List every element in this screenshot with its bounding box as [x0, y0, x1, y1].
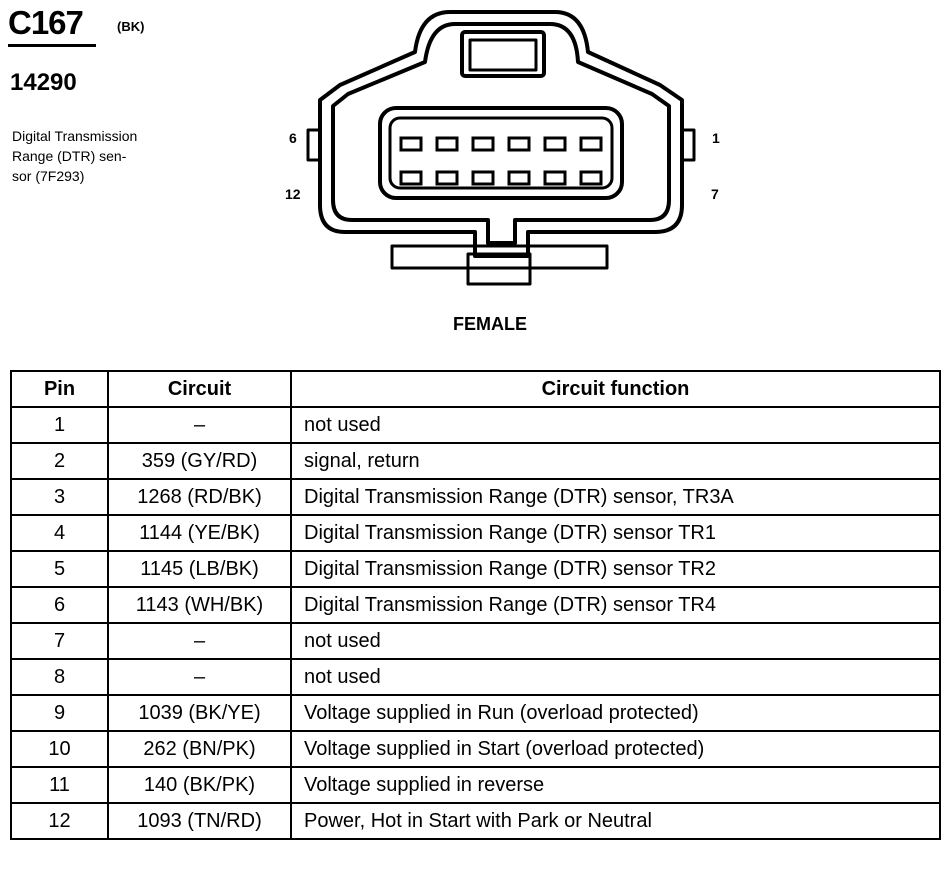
circuit-cell: –	[107, 406, 292, 444]
function-cell: Digital Transmission Range (DTR) sensor …	[290, 586, 941, 624]
header-circuit-function: Circuit function	[290, 370, 941, 408]
pin-cell: 8	[10, 658, 109, 696]
connector-face-diagram	[306, 10, 696, 286]
pin-cell: 4	[10, 514, 109, 552]
pin-cell: 6	[10, 586, 109, 624]
function-cell: Power, Hot in Start with Park or Neutral	[290, 802, 941, 840]
pin-label-bottom-right: 7	[711, 186, 719, 202]
bottom-rail	[390, 244, 609, 270]
table-row: 7–not used	[10, 622, 941, 660]
table-row: 8–not used	[10, 658, 941, 696]
description-line: Range (DTR) sen-	[12, 148, 127, 164]
pin-cell: 9	[10, 694, 109, 732]
side-notch-left	[306, 128, 320, 162]
pin-cavity	[399, 136, 423, 152]
circuit-cell: 1143 (WH/BK)	[107, 586, 292, 624]
pin-cell: 3	[10, 478, 109, 516]
pin-cavity	[471, 136, 495, 152]
function-cell: not used	[290, 406, 941, 444]
header-pin: Pin	[10, 370, 109, 408]
circuit-cell: 359 (GY/RD)	[107, 442, 292, 480]
pin-label-bottom-left: 12	[285, 186, 301, 202]
pin-cell: 1	[10, 406, 109, 444]
connector-description: Digital Transmission Range (DTR) sen- so…	[12, 126, 187, 186]
pin-cavity-frame	[378, 106, 624, 200]
pin-cavity	[507, 170, 531, 186]
header-circuit: Circuit	[107, 370, 292, 408]
connector-inner-shell	[331, 22, 671, 245]
pin-label-top-right: 1	[712, 130, 720, 146]
function-cell: Digital Transmission Range (DTR) sensor,…	[290, 478, 941, 516]
connector-id-underline	[8, 44, 96, 47]
latch-tab-inner	[468, 38, 538, 72]
function-cell: not used	[290, 622, 941, 660]
pin-cavity	[435, 136, 459, 152]
pin-cell: 2	[10, 442, 109, 480]
pin-cavity	[543, 170, 567, 186]
pin-cavity	[471, 170, 495, 186]
function-cell: Voltage supplied in Start (overload prot…	[290, 730, 941, 768]
connector-gender: FEMALE	[453, 314, 527, 334]
circuit-cell: 262 (BN/PK)	[107, 730, 292, 768]
circuit-cell: 1144 (YE/BK)	[107, 514, 292, 552]
circuit-cell: 1093 (TN/RD)	[107, 802, 292, 840]
table-header-row: Pin Circuit Circuit function	[10, 370, 941, 408]
pin-cavity	[543, 136, 567, 152]
circuit-cell: 1039 (BK/YE)	[107, 694, 292, 732]
function-cell: Voltage supplied in Run (overload protec…	[290, 694, 941, 732]
function-cell: Digital Transmission Range (DTR) sensor …	[290, 514, 941, 552]
circuit-cell: –	[107, 622, 292, 660]
circuit-cell: 140 (BK/PK)	[107, 766, 292, 804]
pin-cavity	[399, 170, 423, 186]
function-cell: signal, return	[290, 442, 941, 480]
description-line: Digital Transmission	[12, 128, 138, 144]
pin-cell: 5	[10, 550, 109, 588]
pin-cavity-frame-inner	[388, 116, 614, 190]
function-cell: not used	[290, 658, 941, 696]
pin-cavity	[579, 170, 603, 186]
pin-label-top-left: 6	[289, 130, 297, 146]
pin-cell: 10	[10, 730, 109, 768]
pin-cell: 11	[10, 766, 109, 804]
connector-outer-shell	[318, 10, 684, 258]
function-cell: Voltage supplied in reverse	[290, 766, 941, 804]
pin-cell: 12	[10, 802, 109, 840]
side-notch-right	[682, 128, 696, 162]
pin-cavity	[579, 136, 603, 152]
part-number: 14290	[10, 69, 77, 96]
function-cell: Digital Transmission Range (DTR) sensor …	[290, 550, 941, 588]
description-line: sor (7F293)	[12, 168, 85, 184]
circuit-cell: –	[107, 658, 292, 696]
latch-tab	[460, 30, 546, 78]
pin-cavity	[435, 170, 459, 186]
pin-cavity	[507, 136, 531, 152]
pin-cell: 7	[10, 622, 109, 660]
circuit-cell: 1268 (RD/BK)	[107, 478, 292, 516]
connector-color-code: (BK)	[117, 19, 145, 34]
bottom-key	[466, 252, 532, 286]
connector-id: C167	[8, 4, 84, 41]
table-row: 1–not used	[10, 406, 941, 444]
circuit-cell: 1145 (LB/BK)	[107, 550, 292, 588]
